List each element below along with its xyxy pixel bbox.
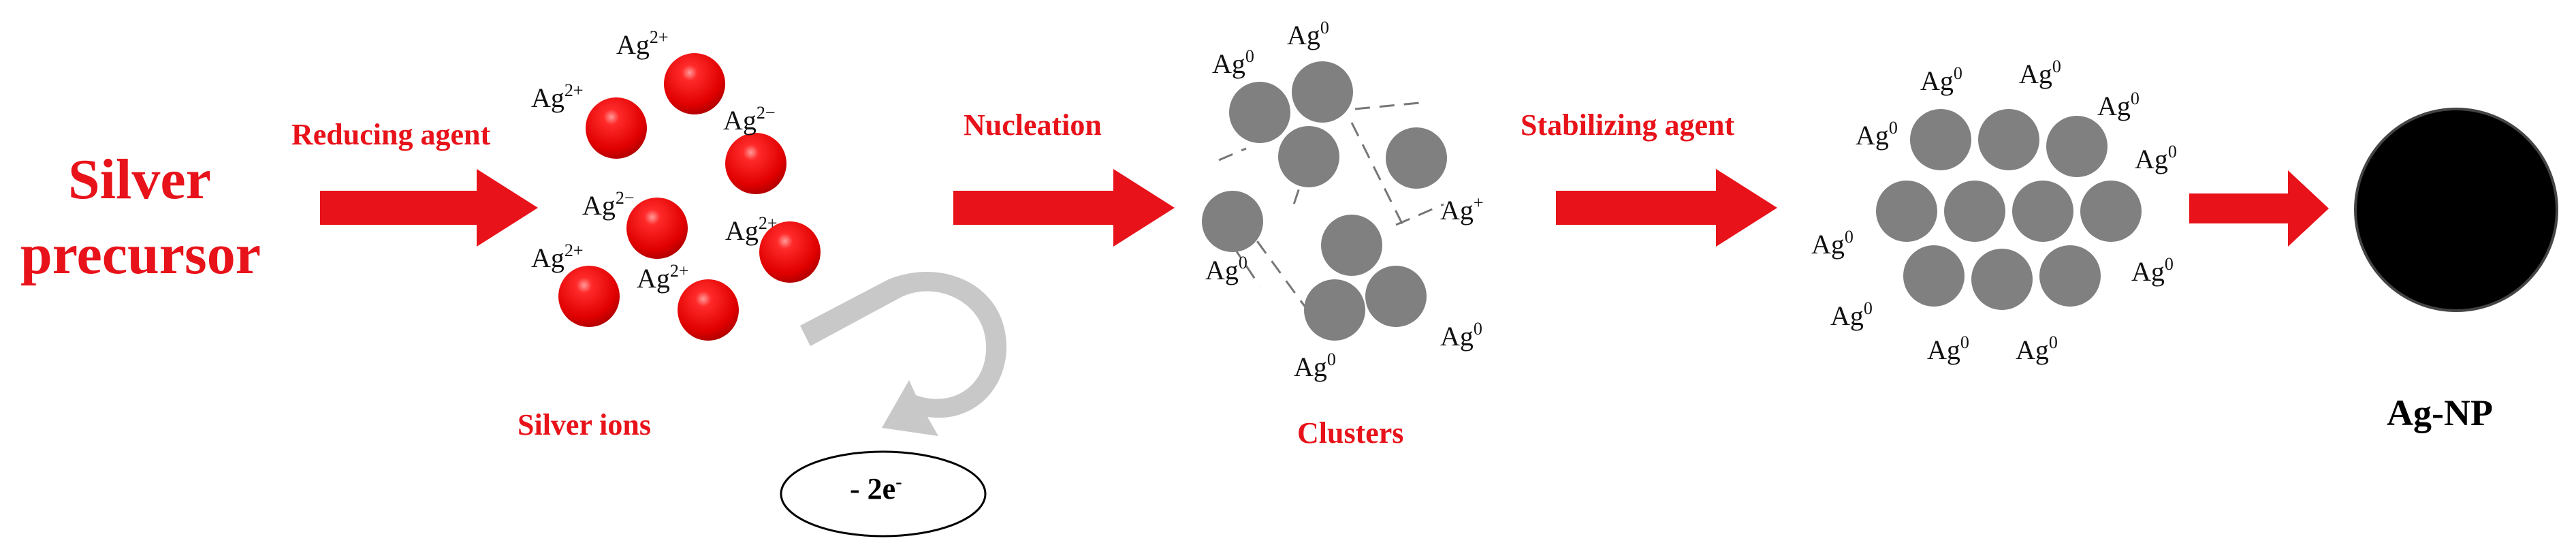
stabilized-ion-label: Ag0 bbox=[1811, 227, 1854, 260]
electron-charge: - bbox=[895, 471, 902, 493]
cluster-ion-label: Ag0 bbox=[1440, 319, 1482, 352]
stabilized-ion-label: Ag0 bbox=[1856, 118, 1898, 151]
cluster-ion-label: Ag+ bbox=[1440, 193, 1484, 225]
electron-loss-label: - 2e- bbox=[850, 471, 902, 506]
ion-label: Ag2− bbox=[723, 103, 776, 136]
silver-ion-spheres bbox=[558, 53, 821, 341]
cluster-ion-label: Ag0 bbox=[1287, 18, 1329, 50]
stabilized-ion-label: Ag0 bbox=[1830, 298, 1873, 331]
stabilized-ion-label: Ag0 bbox=[2019, 57, 2061, 89]
ion-label: Ag2+ bbox=[637, 261, 689, 294]
arrow-nucleation bbox=[953, 169, 1175, 247]
stabilized-ion-label: Ag0 bbox=[2016, 332, 2058, 365]
stabilized-cluster-atoms bbox=[1876, 109, 2142, 310]
precursor-label-line2: precursor bbox=[20, 223, 261, 286]
ion-label: Ag2− bbox=[582, 188, 635, 221]
arrow-to-nanoparticle bbox=[2189, 170, 2329, 247]
electron-ellipse bbox=[780, 450, 987, 538]
nanoparticle-sphere bbox=[2354, 108, 2558, 312]
arrow-reducing-agent bbox=[320, 169, 538, 247]
curved-arrow-icon bbox=[800, 272, 1007, 436]
stabilized-ion-label: Ag0 bbox=[1920, 63, 1962, 96]
ion-label: Ag2+ bbox=[531, 80, 584, 113]
stabilized-ion-label: Ag0 bbox=[2097, 89, 2140, 121]
stabilizing-agent-label: Stabilizing agent bbox=[1521, 108, 1735, 142]
precursor-label-line1: Silver bbox=[68, 148, 211, 211]
ion-label: Ag2+ bbox=[616, 27, 669, 60]
stabilized-ion-label: Ag0 bbox=[2131, 254, 2174, 287]
ion-label: Ag2+ bbox=[531, 240, 584, 273]
stabilized-ion-label: Ag0 bbox=[2135, 142, 2177, 174]
reducing-agent-label: Reducing agent bbox=[291, 118, 491, 151]
silver-ions-label: Silver ions bbox=[518, 408, 652, 441]
cluster-atoms bbox=[1202, 61, 1447, 341]
cluster-ion-label: Ag0 bbox=[1205, 253, 1247, 285]
clusters-label: Clusters bbox=[1297, 416, 1404, 450]
nanoparticle-label: Ag-NP bbox=[2387, 392, 2493, 433]
nucleation-label: Nucleation bbox=[964, 108, 1102, 142]
stabilized-ion-label: Ag0 bbox=[1927, 332, 1969, 365]
cluster-ion-label: Ag0 bbox=[1212, 46, 1254, 79]
ion-label: Ag2+ bbox=[725, 213, 778, 246]
arrow-stabilizing-agent bbox=[1556, 169, 1777, 247]
electron-loss-text: - 2e bbox=[850, 472, 896, 505]
cluster-ion-label: Ag0 bbox=[1294, 349, 1336, 382]
